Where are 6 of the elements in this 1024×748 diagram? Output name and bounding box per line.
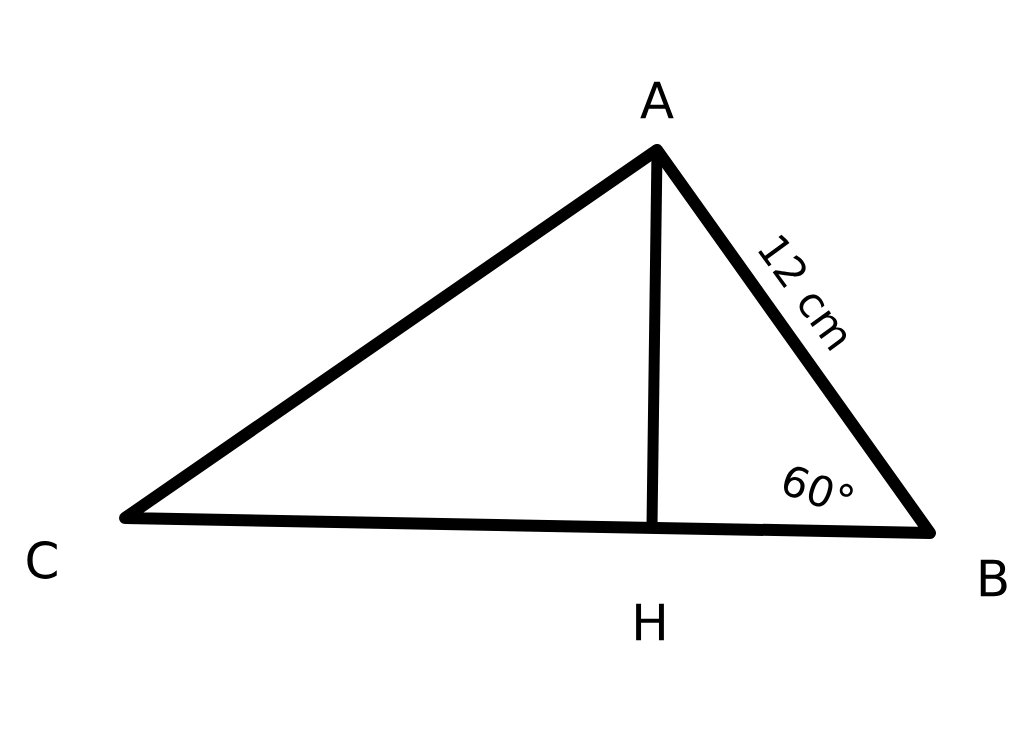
vertex-label: B [980, 559, 1007, 597]
vertex-label: H [636, 603, 664, 641]
length-label: 12 cm [758, 234, 847, 351]
vertex-label: C [27, 541, 57, 579]
angle-label: 60° [784, 466, 853, 507]
vertex-label: A [640, 81, 674, 119]
